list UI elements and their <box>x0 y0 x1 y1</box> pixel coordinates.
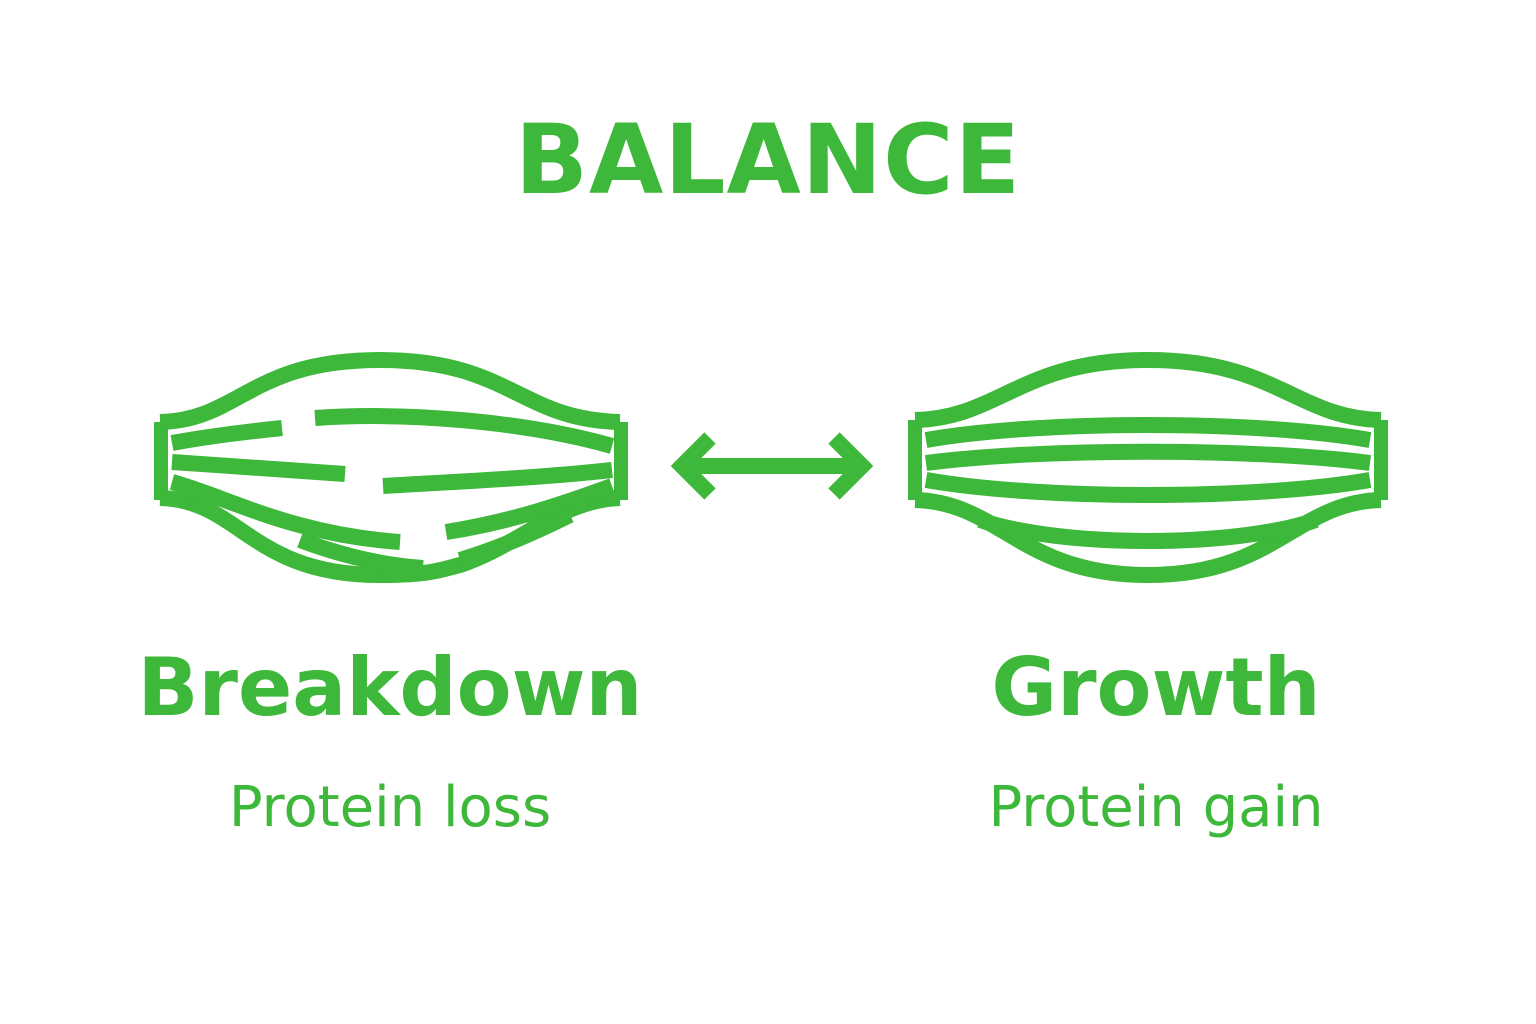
protein-gain-label: Protein gain <box>988 775 1324 840</box>
broken-muscle-icon <box>154 351 628 584</box>
growth-label: Growth <box>991 641 1321 734</box>
protein-loss-label: Protein loss <box>228 775 552 840</box>
double-arrow-icon <box>670 432 874 500</box>
breakdown-label: Breakdown <box>137 641 643 734</box>
diagram-title: BALANCE <box>514 104 1022 216</box>
intact-muscle-icon <box>908 351 1388 584</box>
